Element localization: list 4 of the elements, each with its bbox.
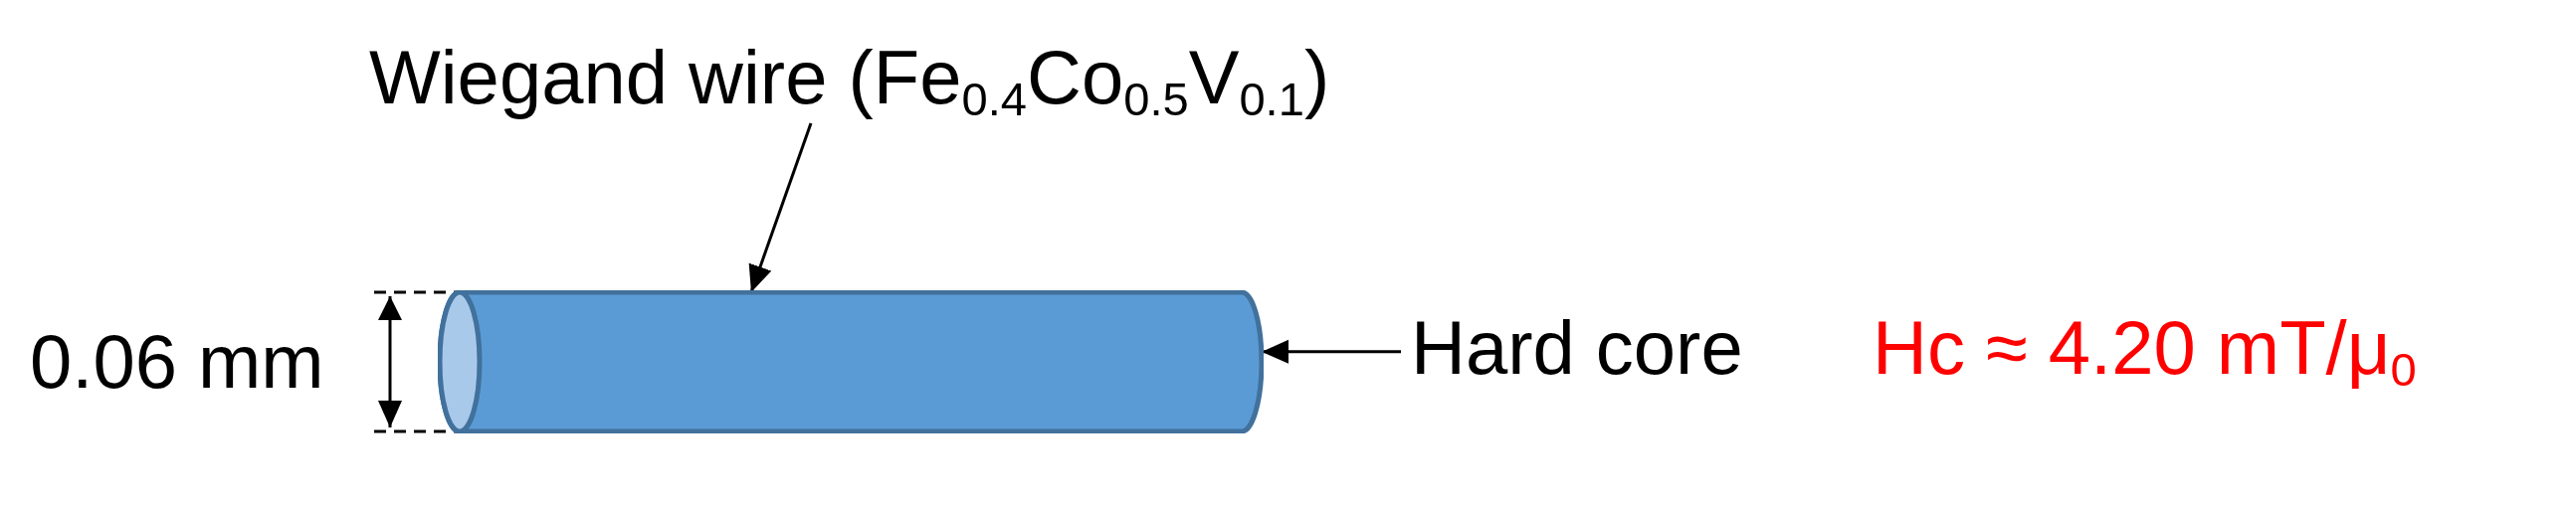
- label-text: Hard core: [1411, 310, 1743, 386]
- wire-cylinder: [438, 290, 1264, 433]
- dimension-label: 0.06 mm: [30, 324, 324, 400]
- leader-arrow: [1262, 339, 1401, 364]
